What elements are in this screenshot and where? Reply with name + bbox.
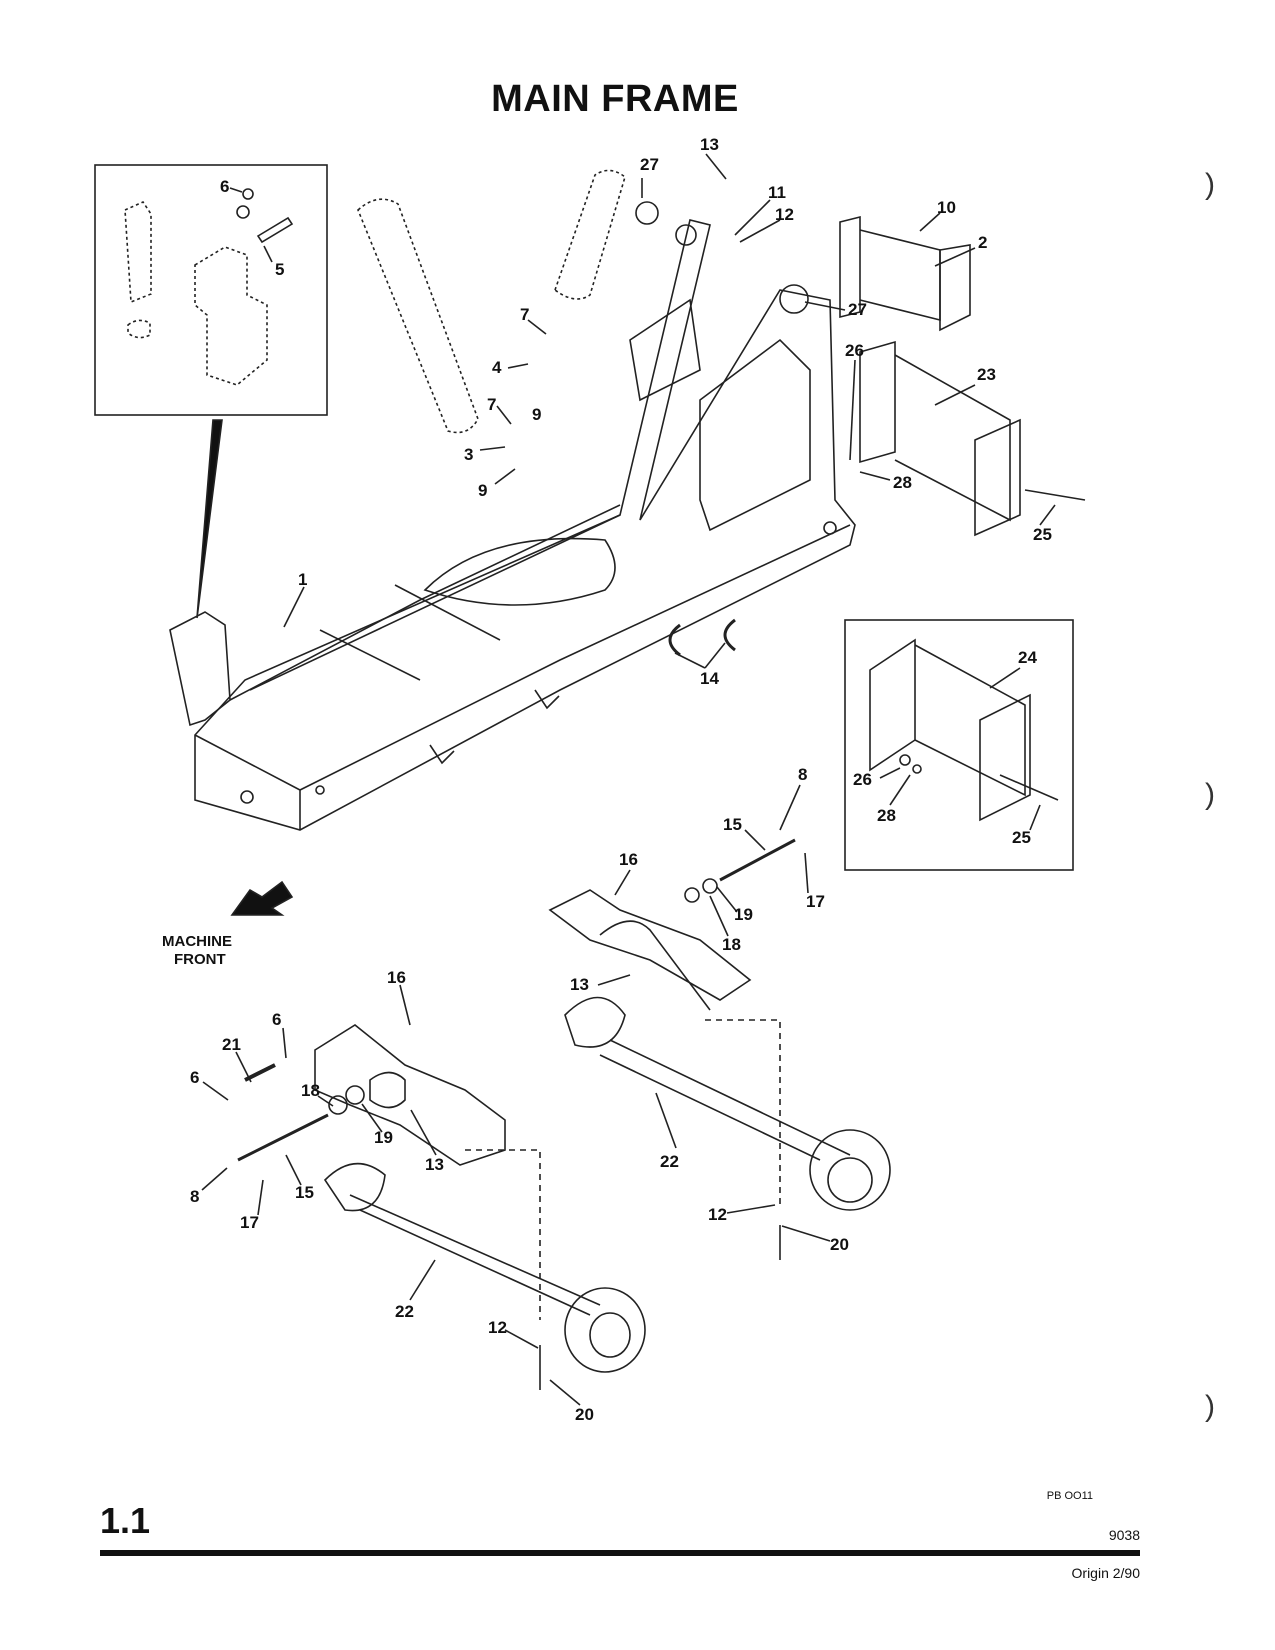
machine-front-arrow [230,880,294,916]
plate-code: PB OO11 [1046,1490,1093,1502]
page-number: 1.1 [100,1500,151,1541]
callout-18-left: 18 [301,1081,320,1100]
callout-15-left: 15 [295,1183,314,1202]
callout-27-top: 27 [640,155,659,174]
callout-7-upper: 7 [520,305,529,324]
callout-12-right: 12 [708,1205,727,1224]
callout-28-main: 28 [893,473,912,492]
callout-16-left: 16 [387,968,406,987]
callout-6-left-a: 6 [272,1010,281,1029]
callout-9-upper: 9 [532,405,541,424]
callout-13-top: 13 [700,135,719,154]
callout-27-right: 27 [848,300,867,319]
callout-5: 5 [275,260,284,279]
callout-19-right: 19 [734,905,753,924]
callout-11: 11 [768,183,786,202]
callout-3: 3 [464,445,473,464]
callout-22-left: 22 [395,1302,414,1321]
callout-23: 23 [977,365,996,384]
footer-rule [100,1550,1140,1556]
callout-13-right: 13 [570,975,589,994]
machine-front-label-line1: MACHINE [162,933,232,950]
callout-17-left: 17 [240,1213,259,1232]
callout-18-right: 18 [722,935,741,954]
document-number: 9038 [1108,1527,1140,1543]
callout-26-main: 26 [845,341,864,360]
callout-22-right: 22 [660,1152,679,1171]
callout-25-main: 25 [1033,525,1052,544]
callout-1: 1 [298,570,307,589]
callout-2: 2 [978,233,987,252]
callout-15-right: 15 [723,815,742,834]
origin-date: Origin 2/90 [1071,1565,1140,1581]
detail-inset-spacer [844,619,1074,871]
machine-front-label-line2: FRONT [174,951,226,968]
callout-20-right: 20 [830,1235,849,1254]
callout-4: 4 [492,358,502,377]
main-frame-outline [194,219,856,831]
callout-12-top: 12 [775,205,794,224]
detail-inset-cylinder [94,164,328,416]
binder-mark-middle: ) [1205,778,1215,811]
callout-20-left: 20 [575,1405,594,1424]
callout-24: 24 [1018,648,1037,667]
callout-12-left: 12 [488,1318,507,1337]
callout-10: 10 [937,198,956,217]
callout-25-inset: 25 [1012,828,1031,847]
page-title: MAIN FRAME [491,78,739,120]
callout-26-inset: 26 [853,770,872,789]
binder-mark-top: ) [1205,168,1215,201]
callout-9-lower: 9 [478,481,487,500]
callout-28-inset: 28 [877,806,896,825]
callout-16-right: 16 [619,850,638,869]
callout-8-left: 8 [190,1187,199,1206]
callout-13-left: 13 [425,1155,444,1174]
callout-14: 14 [700,669,719,688]
callout-7-lower: 7 [487,395,496,414]
callout-21: 21 [222,1035,241,1054]
callout-17-right: 17 [806,892,825,911]
callout-19-left: 19 [374,1128,393,1147]
callout-8-right: 8 [798,765,807,784]
callout-6-inset: 6 [220,177,229,196]
callout-6-left-b: 6 [190,1068,199,1087]
binder-mark-bottom: ) [1205,1390,1215,1423]
